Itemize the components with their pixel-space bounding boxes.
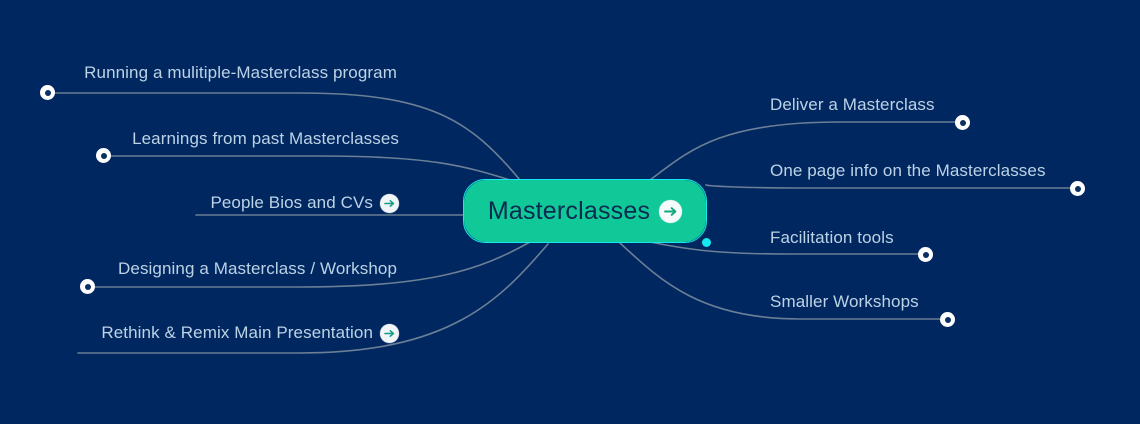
branch-label[interactable]: Learnings from past Masterclasses xyxy=(0,129,399,149)
branch-edge xyxy=(619,242,948,320)
branch-label[interactable]: People Bios and CVs xyxy=(0,193,399,213)
center-node-masterclasses[interactable]: Masterclasses xyxy=(463,179,707,243)
branch-label[interactable]: One page info on the Masterclasses xyxy=(770,161,1046,181)
branch-end-node[interactable] xyxy=(1070,181,1085,196)
branch-edge xyxy=(87,241,531,288)
branch-edge xyxy=(103,155,521,184)
branch-end-node[interactable] xyxy=(940,312,955,327)
arrow-right-link-icon[interactable] xyxy=(659,199,683,223)
branch-edge xyxy=(77,243,549,354)
branch-edge xyxy=(47,92,521,181)
branch-label-text: Facilitation tools xyxy=(770,228,894,247)
branch-label-text: Learnings from past Masterclasses xyxy=(132,129,399,148)
branch-label-text: One page info on the Masterclasses xyxy=(770,161,1046,180)
branch-end-node[interactable] xyxy=(955,115,970,130)
branch-label[interactable]: Facilitation tools xyxy=(770,228,894,248)
branch-edge xyxy=(649,241,926,255)
branch-label-text: Designing a Masterclass / Workshop xyxy=(118,259,397,278)
branch-end-node[interactable] xyxy=(918,247,933,262)
branch-edge xyxy=(705,184,1078,189)
branch-end-node[interactable] xyxy=(40,85,55,100)
branch-edge xyxy=(649,121,963,181)
branch-label[interactable]: Running a mulitiple-Masterclass program xyxy=(0,63,397,83)
branch-label[interactable]: Smaller Workshops xyxy=(770,292,919,312)
branch-label-text: Running a mulitiple-Masterclass program xyxy=(84,63,397,82)
arrow-right-link-icon[interactable] xyxy=(380,323,399,343)
branch-label-text: Deliver a Masterclass xyxy=(770,95,935,114)
branch-label-text: People Bios and CVs xyxy=(210,193,373,212)
branch-label[interactable]: Designing a Masterclass / Workshop xyxy=(0,259,397,279)
resize-handle[interactable] xyxy=(702,238,711,247)
branch-label-text: Smaller Workshops xyxy=(770,292,919,311)
branch-end-node[interactable] xyxy=(96,148,111,163)
arrow-right-link-icon[interactable] xyxy=(380,193,399,213)
branch-label-text: Rethink & Remix Main Presentation xyxy=(101,323,373,342)
center-node-label: Masterclasses xyxy=(487,196,651,225)
branch-end-node[interactable] xyxy=(80,279,95,294)
branch-label[interactable]: Rethink & Remix Main Presentation xyxy=(0,323,399,343)
branch-label[interactable]: Deliver a Masterclass xyxy=(770,95,935,115)
